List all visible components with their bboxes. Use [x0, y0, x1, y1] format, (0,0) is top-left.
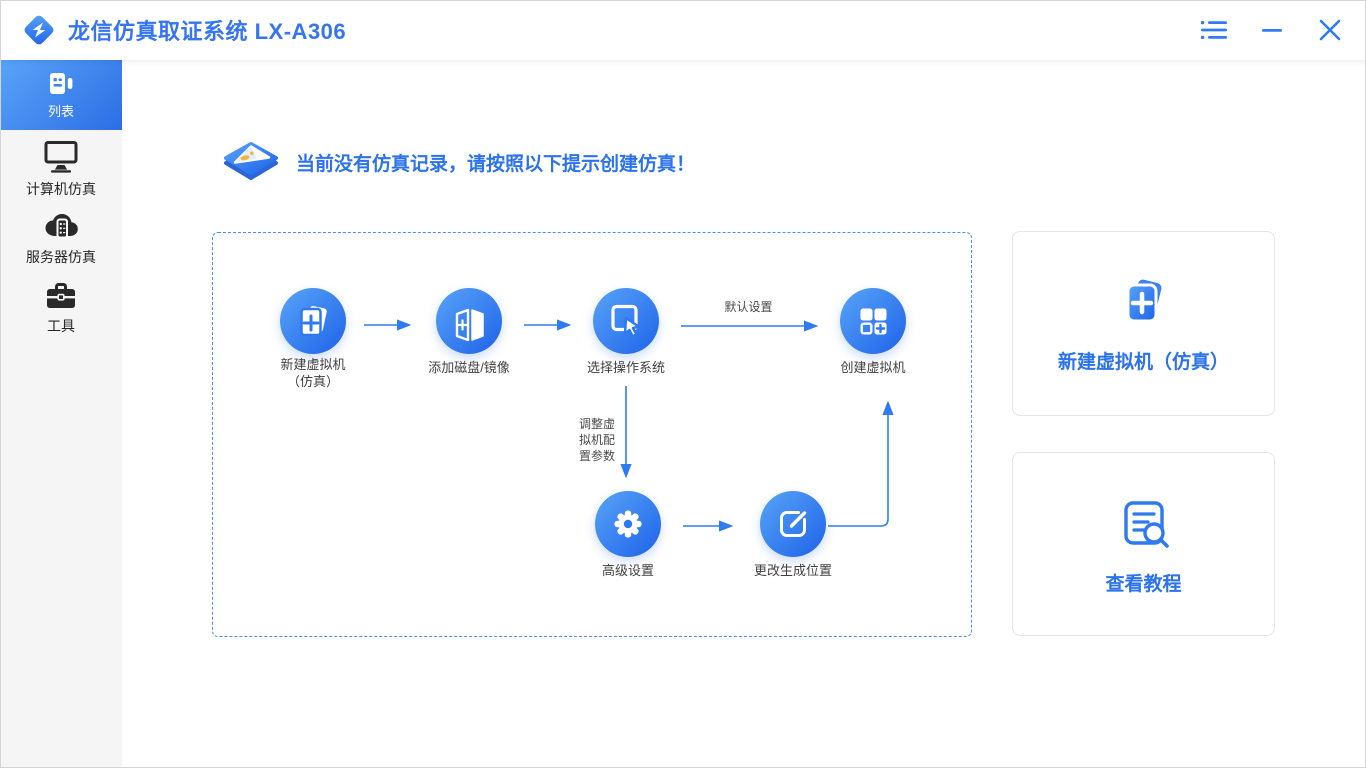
flow-node-create-vm — [840, 288, 906, 354]
close-icon — [1319, 19, 1341, 41]
list-icon — [50, 72, 73, 94]
flow-node-change-location — [760, 491, 826, 557]
flow-node-new-vm — [280, 288, 346, 354]
minimize-icon — [1262, 29, 1282, 32]
workflow-diagram: 新建虚拟机 （仿真） 添加磁盘/镜像 选择操作系统 创建虚拟机 — [212, 232, 972, 637]
flow-node-label: 选择操作系统 — [586, 360, 665, 375]
view-tutorial-card-button[interactable]: 查看教程 — [1012, 452, 1275, 636]
flow-node-label: 添加磁盘/镜像 — [428, 360, 510, 375]
new-vm-icon — [300, 306, 327, 337]
add-disk-icon — [455, 308, 484, 342]
new-vm-card-button[interactable]: 新建虚拟机（仿真） — [1012, 231, 1275, 416]
titlebar: 龙信仿真取证系统 LX-A306 — [0, 0, 1366, 60]
edge-label-adjust-params: 调整虚 拟机配 置参数 — [579, 417, 616, 463]
app-logo-icon — [24, 15, 54, 45]
computer-icon — [44, 140, 78, 173]
card-label: 新建虚拟机（仿真） — [1057, 352, 1229, 373]
sidebar: 列表 计算机仿真 服务器仿真 — [0, 60, 122, 768]
close-button[interactable] — [1316, 16, 1344, 44]
flow-node-select-os — [593, 288, 659, 354]
window-controls — [1200, 16, 1366, 44]
card-label: 查看教程 — [1105, 573, 1182, 595]
empty-tray-icon — [224, 142, 278, 180]
flow-node-advanced-settings — [595, 491, 661, 557]
toolbox-icon — [47, 282, 75, 308]
flow-node-add-disk — [436, 288, 502, 354]
empty-state-message: 当前没有仿真记录，请按照以下提示创建仿真！ — [296, 154, 696, 175]
edit-icon — [780, 511, 807, 537]
tutorial-icon — [1123, 500, 1169, 548]
flow-node-label: 新建虚拟机 （仿真） — [280, 357, 346, 389]
flow-node-label: 更改生成位置 — [753, 563, 832, 578]
flow-node-label: 高级设置 — [601, 563, 654, 578]
sidebar-item-label: 列表 — [47, 103, 74, 119]
select-os-icon — [611, 304, 640, 338]
flow-node-label: 创建虚拟机 — [840, 360, 906, 375]
sidebar-item-label: 计算机仿真 — [26, 180, 96, 197]
sidebar-item-label: 工具 — [47, 317, 75, 334]
flow-arrows — [364, 319, 894, 532]
edge-label-default-settings: 默认设置 — [724, 300, 773, 314]
sidebar-item-server-simulation[interactable]: 服务器仿真 — [0, 208, 122, 270]
server-cloud-icon — [45, 213, 78, 238]
list-menu-icon — [1201, 21, 1227, 39]
gear-icon — [614, 510, 642, 538]
sidebar-item-list[interactable]: 列表 — [0, 60, 122, 130]
new-vm-card-icon — [1126, 279, 1161, 323]
sidebar-item-tools[interactable]: 工具 — [0, 278, 122, 340]
menu-button[interactable] — [1200, 16, 1228, 44]
create-vm-icon — [860, 308, 887, 335]
app-title: 龙信仿真取证系统 LX-A306 — [68, 19, 347, 44]
minimize-button[interactable] — [1258, 16, 1286, 44]
sidebar-item-label: 服务器仿真 — [26, 248, 96, 265]
sidebar-item-computer-simulation[interactable]: 计算机仿真 — [0, 138, 122, 200]
